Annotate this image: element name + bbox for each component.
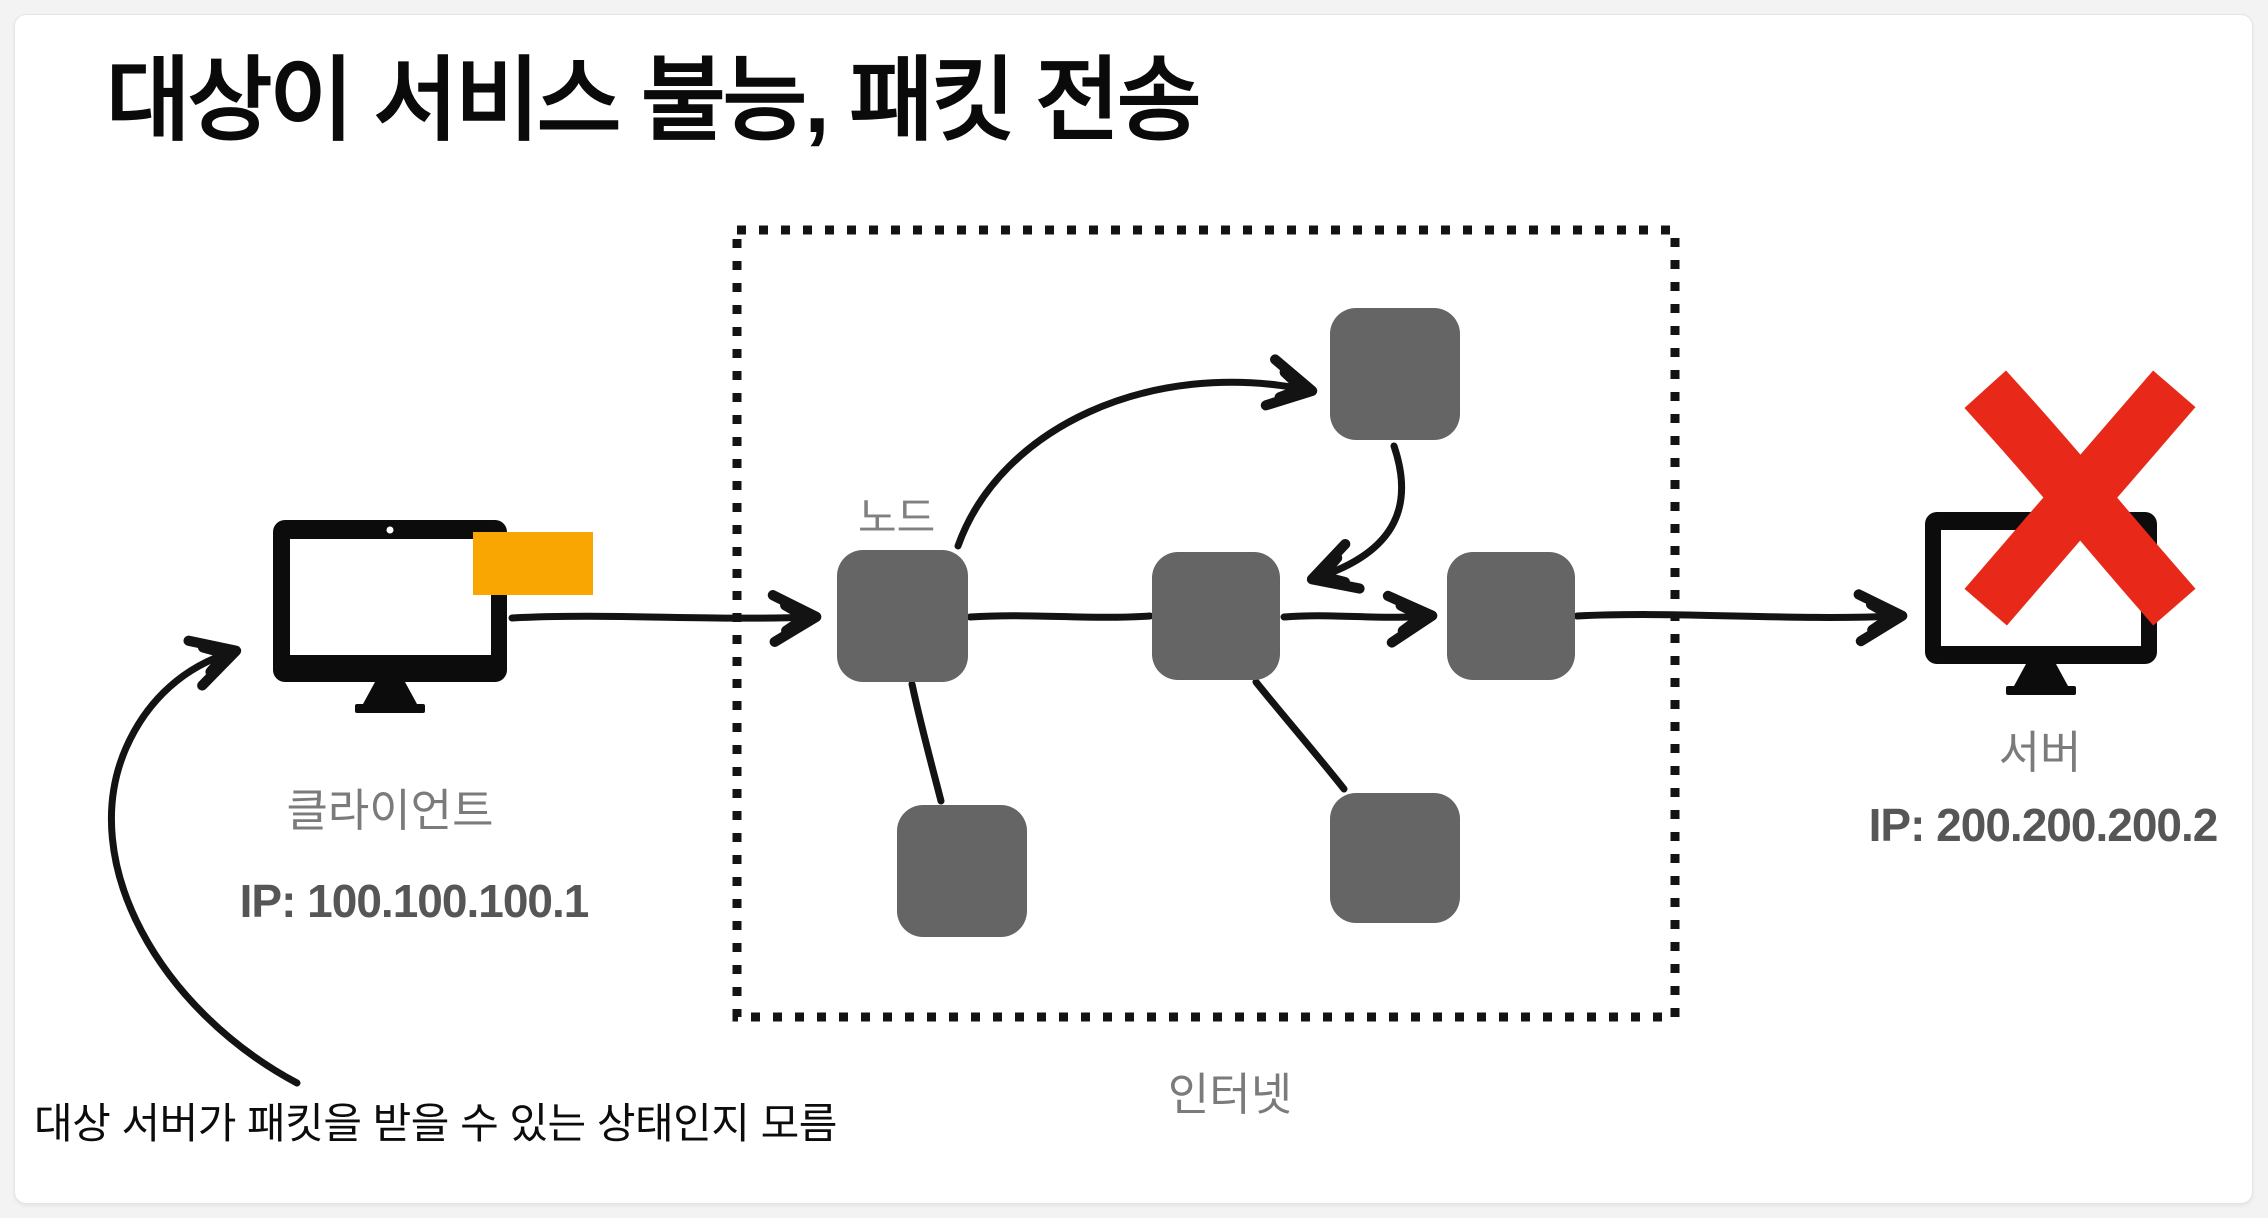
internet-label: 인터넷: [1167, 1069, 1293, 1120]
node: [837, 550, 968, 682]
edge-node1-node5: [908, 680, 945, 805]
packet-rect: [473, 532, 593, 595]
arrow-client-to-node1: [508, 590, 822, 647]
arrow-node2-to-node3: [1280, 590, 1438, 648]
node: [897, 805, 1027, 937]
internet-nodes: [837, 308, 1575, 937]
client-label: 클라이언트: [286, 785, 494, 836]
node: [1330, 793, 1460, 923]
client-monitor-icon: [273, 520, 507, 713]
arrow-node4-to-node2: [1306, 442, 1406, 594]
node: [1152, 552, 1280, 680]
edge-node2-node6: [1252, 678, 1348, 793]
arrow-node3-to-server: [1573, 589, 1908, 647]
edge-node1-node2: [966, 612, 1154, 621]
node: [1330, 308, 1460, 440]
internet-boundary-box: [732, 225, 1680, 1022]
server-label: 서버: [1998, 727, 2082, 778]
arrow-node1-to-node4: [954, 354, 1318, 550]
error-cross-icon: [1964, 370, 2196, 626]
server-ip: IP: 200.200.200.2: [1868, 799, 2219, 851]
annotation-text: 대상 서버가 패킷을 받을 수 있는 상태인지 모름: [34, 1100, 837, 1147]
page-title: 대상이 서비스 불능, 패킷 전송: [106, 50, 1201, 152]
node-label: 노드: [858, 494, 936, 541]
node: [1447, 552, 1575, 680]
arrow-annotation-to-client: [108, 635, 301, 1087]
client-ip: IP: 100.100.100.1: [239, 875, 590, 927]
